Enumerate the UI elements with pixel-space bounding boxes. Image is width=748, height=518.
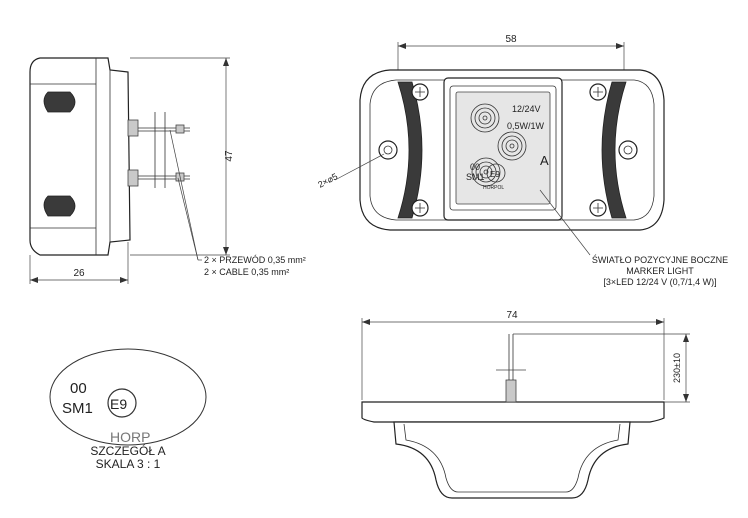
detail-caption-1: SZCZEGÓŁ A [90, 443, 165, 458]
bottom-width-dimension: 74 [506, 310, 518, 321]
detail-code-bottom: SM1 [62, 400, 93, 417]
lens-power: 0,5W/1W [507, 121, 545, 131]
detail-code-top: 00 [70, 380, 87, 397]
lens-code-bottom: SM1 [466, 172, 485, 182]
screw-icons [411, 83, 607, 217]
detail-partial-text: HORP [110, 429, 150, 445]
lens-code-top: 00 [470, 162, 480, 172]
lens-small-text: HORPOL [483, 185, 504, 191]
cable-note-line2: 2 × CABLE 0,35 mm² [204, 267, 289, 277]
detail-approval: E9 [110, 396, 127, 412]
lens-approval-circle [486, 163, 506, 183]
left-insert [397, 81, 423, 219]
bottom-view [361, 318, 690, 499]
side-view-body [29, 57, 131, 256]
product-note-line3: [3×LED 12/24 V (0,7/1,4 W)] [603, 277, 716, 287]
detail-a [49, 348, 207, 446]
hole-dimension: 2×⌀5 [316, 171, 339, 190]
lens-voltage: 12/24V [512, 104, 541, 114]
detail-outline [49, 348, 207, 446]
bottom-view-base [361, 401, 665, 423]
side-height-dimension: 47 [224, 150, 235, 162]
lens-approval: E9 [490, 170, 500, 179]
right-insert [601, 81, 627, 219]
front-width-dimension: 58 [505, 34, 517, 45]
product-note-line2: MARKER LIGHT [626, 266, 694, 276]
bottom-view-stem [393, 421, 631, 499]
cable-length-dimension: 230±10 [672, 353, 682, 383]
front-view [334, 42, 665, 256]
detail-approval-circle [107, 388, 137, 418]
side-depth-dimension: 26 [73, 268, 85, 279]
detail-caption-2: SKALA 3 : 1 [96, 457, 161, 471]
product-note-line1: ŚWIATŁO POZYCYJNE BOCZNE [592, 254, 728, 265]
side-view [29, 57, 230, 284]
lens-detail-letter: A [540, 153, 549, 168]
mounting-hole-icons [378, 140, 638, 160]
led-dome-top [43, 91, 76, 113]
led-dome-bottom [43, 195, 76, 217]
cable-note-line1: 2 × PRZEWÓD 0,35 mm² [204, 255, 306, 265]
